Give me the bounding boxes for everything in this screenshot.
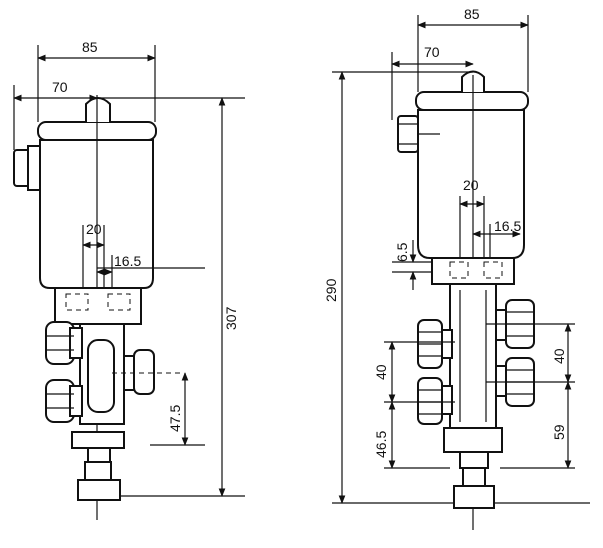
right-manifold <box>449 283 497 429</box>
right-stem-collar <box>443 427 503 453</box>
right-dim-59: 59 <box>551 424 567 440</box>
right-dim-left-40: 40 <box>373 364 389 380</box>
right-dim-70: 70 <box>424 44 440 60</box>
right-left-fitting-upper <box>417 319 453 369</box>
right-dim-85: 85 <box>464 6 480 22</box>
right-dim-290: 290 <box>323 278 339 302</box>
left-fitting-upper <box>45 321 83 365</box>
left-dim-47-5: 47.5 <box>167 405 183 432</box>
right-left-fitting-lower <box>417 377 453 425</box>
right-dim-16-5: 16.5 <box>494 218 521 234</box>
right-dim-6-5: 6.5 <box>394 242 410 262</box>
right-base <box>453 485 495 509</box>
left-side-fitting <box>112 349 182 395</box>
right-dim-right-40: 40 <box>551 348 567 364</box>
right-dim-46-5: 46.5 <box>373 431 389 458</box>
left-view: 85 70 307 20 16.5 <box>13 39 245 520</box>
left-base <box>77 479 121 501</box>
right-flange <box>431 257 515 285</box>
left-dim-16-5: 16.5 <box>114 253 141 269</box>
right-dim-20: 20 <box>463 177 479 193</box>
right-enclosure <box>397 70 529 259</box>
left-stem-collar <box>71 431 125 449</box>
left-dim-85: 85 <box>82 39 98 55</box>
right-view: 85 70 290 20 16.5 6.5 <box>323 6 590 530</box>
left-dim-20: 20 <box>86 221 102 237</box>
left-dim-307: 307 <box>223 306 239 330</box>
left-dim-70: 70 <box>52 79 68 95</box>
left-fitting-lower <box>45 379 83 423</box>
left-flange <box>54 287 142 325</box>
